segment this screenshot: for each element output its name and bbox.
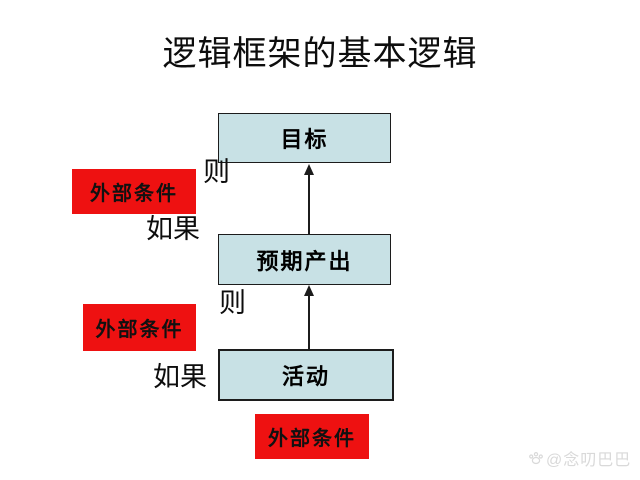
- condition-box-upper-label: 外部条件: [90, 183, 178, 205]
- flow-box-expected-output: 预期产出: [218, 234, 391, 285]
- flow-box-expected-output-label: 预期产出: [256, 248, 353, 274]
- paw-icon: [528, 450, 544, 466]
- label-then-lower: 则: [219, 288, 246, 318]
- arrow-up-icon: [304, 164, 314, 175]
- watermark-text: @念叨巴巴: [546, 452, 632, 469]
- condition-box-middle-label: 外部条件: [95, 319, 184, 341]
- slide-title: 逻辑框架的基本逻辑: [162, 36, 478, 73]
- arrow-line-output-to-goal: [308, 173, 310, 234]
- flow-box-activities: 活动: [218, 349, 394, 401]
- label-then-upper: 则: [203, 157, 230, 187]
- arrow-line-activities-to-output: [308, 294, 310, 350]
- watermark: @念叨巴巴: [528, 446, 631, 470]
- condition-box-bottom: 外部条件: [255, 414, 369, 459]
- flow-box-goal: 目标: [218, 113, 391, 163]
- condition-box-bottom-label: 外部条件: [268, 428, 356, 450]
- condition-box-middle: 外部条件: [83, 304, 196, 351]
- flow-box-activities-label: 活动: [281, 364, 330, 389]
- flow-box-goal-label: 目标: [280, 127, 329, 152]
- condition-box-upper: 外部条件: [72, 169, 196, 214]
- label-if-upper: 如果: [146, 214, 200, 244]
- label-if-lower: 如果: [153, 362, 207, 392]
- arrow-up-icon: [304, 285, 314, 296]
